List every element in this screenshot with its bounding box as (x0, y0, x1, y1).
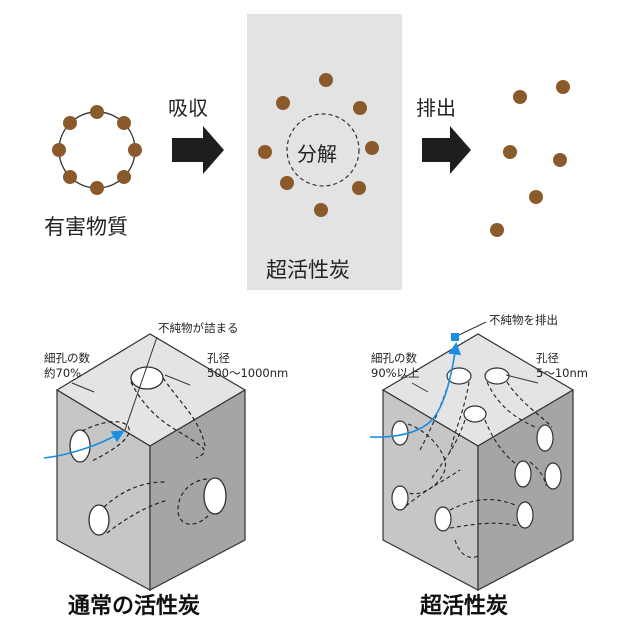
harmful-substance-label: 有害物質 (44, 215, 128, 239)
absorb-arrow (172, 126, 224, 174)
super-pore-size-label: 孔径 (536, 351, 559, 365)
particle (117, 170, 131, 184)
particle (52, 143, 66, 157)
particle (117, 116, 131, 130)
super-carbon-title: 超活性炭 (420, 594, 509, 619)
normal-carbon-cube (43, 333, 247, 592)
normal-pore-size-value: 500〜1000nm (207, 366, 289, 380)
super-pore-size-value: 5〜10nm (536, 366, 588, 380)
normal-pore-count-label: 細孔の数 (44, 351, 90, 365)
particle (90, 105, 104, 119)
super-note: 不純物を排出 (489, 313, 558, 327)
particle (63, 170, 77, 184)
super-carbon-label: 超活性炭 (266, 258, 350, 282)
normal-carbon-title: 通常の活性炭 (68, 594, 201, 619)
particle (63, 116, 77, 130)
harmful-substance-ring (52, 105, 142, 195)
normal-pore-size-label: 孔径 (207, 351, 230, 365)
particle (128, 143, 142, 157)
particle (90, 181, 104, 195)
super-pore-count-value: 90%以上 (371, 366, 420, 380)
discharge-label: 排出 (416, 96, 456, 120)
normal-note: 不純物が詰まる (158, 321, 239, 335)
super-carbon-cube (369, 321, 575, 591)
discharged-particles (490, 80, 570, 237)
super-pore-count-label: 細孔の数 (371, 351, 417, 365)
decompose-label: 分解 (297, 142, 337, 166)
absorb-label: 吸収 (168, 96, 208, 120)
normal-pore-count-value: 約70% (44, 366, 82, 380)
decomposition-particles (258, 73, 379, 217)
discharge-arrow (422, 126, 471, 174)
